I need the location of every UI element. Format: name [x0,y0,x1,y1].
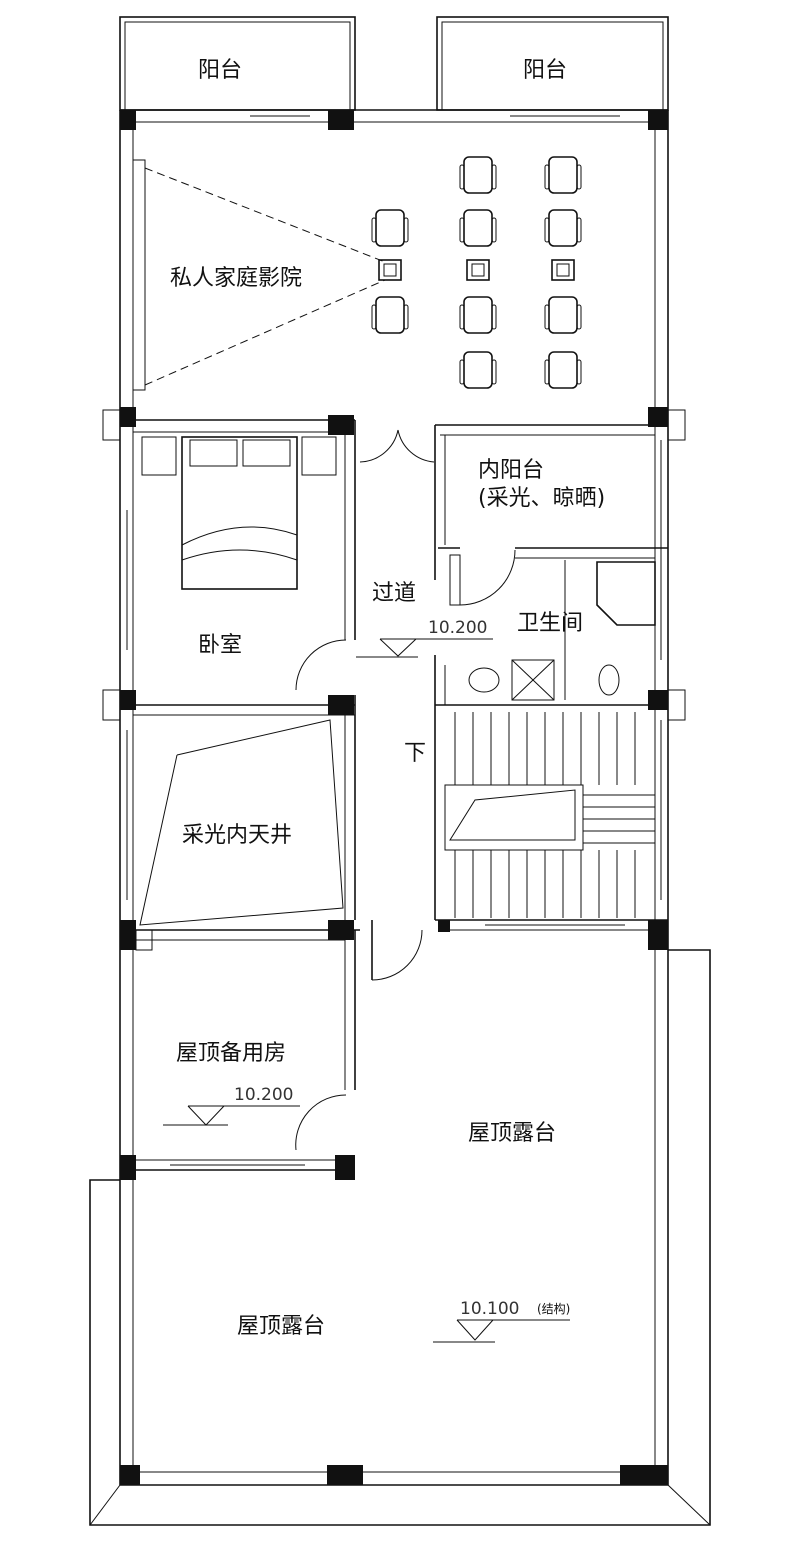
elevation-marker-terrace: 10.100 (结构) [433,1299,570,1343]
svg-text:(结构): (结构) [537,1301,570,1316]
balcony-right-label: 阳台 [523,58,567,83]
balcony-left-label: 阳台 [198,58,242,83]
chair-icon [459,351,497,389]
inner-balcony-note: (采光、晾晒) [478,486,605,511]
corridor-label: 过道 [372,581,416,606]
bed [141,436,337,590]
light-well-void [139,719,344,926]
staircase[interactable] [444,712,655,918]
chair-icon [371,296,409,334]
chair-icon [371,209,409,247]
elevation-marker-corridor: 10.200 [356,618,493,658]
projector-icon [551,259,575,281]
stair-down-label: 下 [404,741,426,766]
bedroom-label: 卧室 [198,633,242,658]
doors[interactable] [295,429,516,1151]
chair-icon [544,351,582,389]
roof-terrace-right-label: 屋顶露台 [468,1121,556,1146]
projector-icon [466,259,490,281]
roof-terrace-bottom-label: 屋顶露台 [237,1314,325,1339]
exterior-walls [119,109,669,1486]
terrace-parapet [89,949,711,1526]
projection-screen [132,159,386,391]
bathroom-label: 卫生间 [517,611,583,636]
elevation-marker-spare-room: 10.200 [163,1085,300,1126]
home-theater-label: 私人家庭影院 [170,266,302,291]
spare-room-label: 屋顶备用房 [176,1041,286,1066]
projector-icon [378,259,402,281]
svg-text:10.200: 10.200 [234,1085,293,1105]
chair-icon [544,209,582,247]
structural-columns [120,110,668,1485]
interior-walls [120,419,668,1171]
svg-text:10.100: 10.100 [460,1299,519,1319]
chair-icon [459,156,497,194]
theater-seating [371,156,582,389]
inner-balcony-label: 内阳台 [478,458,544,483]
bathroom-fixtures [468,561,656,701]
chair-icon [544,296,582,334]
chair-icon [459,209,497,247]
chair-icon [459,296,497,334]
chair-icon [544,156,582,194]
svg-text:10.200: 10.200 [428,618,487,638]
light-well-label: 采光内天井 [182,823,292,848]
